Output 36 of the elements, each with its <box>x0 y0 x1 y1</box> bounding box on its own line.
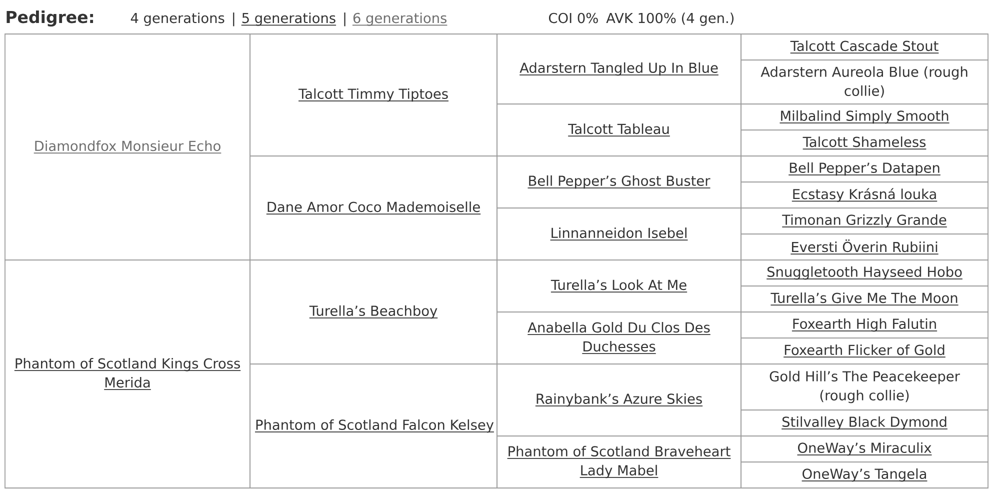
table-cell: Talcott Tableau <box>496 104 742 156</box>
table-cell: Timonan Grizzly Grande <box>740 208 988 234</box>
table-cell: Phantom of Scotland Braveheart Lady Mabel <box>496 436 742 488</box>
table-cell: Talcott Shameless <box>740 130 988 156</box>
table-cell: Diamondfox Monsieur Echo <box>4 34 250 260</box>
table-cell: Dane Amor Coco Mademoiselle <box>250 156 498 260</box>
table-cell: Talcott Timmy Tiptoes <box>250 34 498 156</box>
table-cell: Foxearth High Falutin <box>740 312 988 338</box>
heading: Pedigree: <box>6 10 94 27</box>
table-cell: Turella’s Look At Me <box>496 260 742 312</box>
link: 6 generations <box>352 12 448 26</box>
table-cell: Linnanneidon Isebel <box>496 208 742 260</box>
table-cell: Eversti Överin Rubiini <box>740 234 988 260</box>
table-cell: Phantom of Scotland Kings Cross Merida <box>4 260 250 488</box>
table-cell: Snuggletooth Hayseed Hobo <box>740 260 988 286</box>
table-cell: Stilvalley Black Dymond <box>740 410 988 436</box>
separator: | <box>233 12 234 26</box>
table-cell: Rainybank’s Azure Skies <box>496 364 742 436</box>
table-cell: Adarstern Aureola Blue (rough collie) <box>740 60 988 104</box>
table-cell: Turella’s Give Me The Moon <box>740 286 988 312</box>
generation-option: 4 generations <box>130 12 224 26</box>
table-cell: Adarstern Tangled Up In Blue <box>496 34 742 104</box>
table-cell: Phantom of Scotland Falcon Kelsey <box>250 364 498 488</box>
table-cell: Milbalind Simply Smooth <box>740 104 988 130</box>
table-cell: Ecstasy Krásná louka <box>740 182 988 208</box>
table-cell: Foxearth Flicker of Gold <box>740 338 988 364</box>
table-cell: OneWay’s Miraculix <box>740 436 988 462</box>
table-cell: Anabella Gold Du Clos Des Duchesses <box>496 312 742 364</box>
link: 5 generations <box>240 12 336 26</box>
table-cell: Gold Hill’s The Peacekeeper (rough collie) <box>740 364 988 410</box>
table-cell: Bell Pepper’s Ghost Buster <box>496 156 742 208</box>
table-cell: Talcott Cascade Stout <box>740 34 988 60</box>
table-cell: Bell Pepper’s Datapen <box>740 156 988 182</box>
table-cell: Turella’s Beachboy <box>250 260 498 364</box>
table-cell: OneWay’s Tangela <box>740 462 988 488</box>
stat-text: AVK 100% (4 gen.) <box>606 12 734 26</box>
